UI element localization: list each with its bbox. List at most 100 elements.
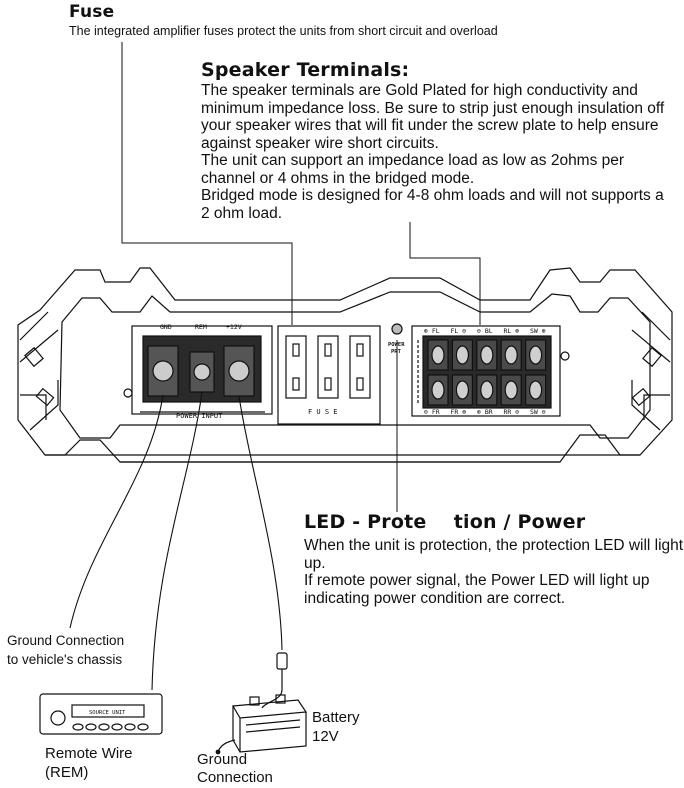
speaker-terminals-paragraph: The speaker terminals are Gold Plated fo…: [201, 82, 665, 152]
fuse-blade: [324, 343, 332, 357]
remote-wire: [151, 391, 203, 691]
source-unit-label: SOURCE UNIT: [89, 710, 126, 716]
bottom-terminal-label: RR ⊖: [504, 408, 520, 416]
chassis-ground-caption-line: Ground Connection: [7, 633, 125, 648]
battery-caption-line: Battery: [312, 709, 360, 726]
speaker-terminals-paragraph: The unit can support an impedance load a…: [201, 152, 625, 187]
fuse-title: Fuse: [69, 2, 115, 22]
rem-screw: [193, 363, 211, 381]
top-terminal-label: RL ⊕: [504, 327, 520, 335]
ground-connection-caption-line: Connection: [197, 769, 273, 786]
source-unit-button: [98, 723, 110, 731]
speaker-terminal-screw: [528, 345, 543, 365]
led-icon: [391, 323, 403, 335]
battery-caption-line: 12V: [312, 728, 339, 745]
battery-ground-point: [215, 749, 221, 755]
mounting-screw: [123, 388, 133, 398]
chassis-ground-caption: Ground Connection to vehicle's chassis: [7, 631, 124, 669]
gnd-label: GND: [160, 323, 172, 331]
source-unit-button: [85, 723, 97, 731]
battery-lead: [261, 689, 283, 709]
battery-cap-line: [245, 726, 301, 733]
bottom-terminal-label: ⊕ BR: [477, 408, 493, 416]
led-prt-label: PRT: [391, 349, 402, 355]
fuse-panel: [277, 325, 381, 425]
fuse-description: The integrated amplifier fuses protect t…: [69, 24, 498, 38]
top-terminal-label: ⊕ FL: [424, 327, 440, 335]
fuse-slot: [349, 335, 371, 399]
source-unit-buttons: [72, 723, 149, 731]
ground-connection-caption: Ground Connection: [197, 751, 273, 787]
gnd-screw: [152, 360, 174, 382]
led-power-label: POWER: [388, 342, 405, 348]
wiring: [69, 391, 283, 691]
speaker-terminal-screw: [480, 380, 494, 400]
power-wire: [238, 395, 283, 651]
fuse-slot: [317, 335, 339, 399]
battery-post: [275, 694, 286, 704]
source-unit-body: [39, 693, 163, 735]
right-fin-slot: [631, 387, 651, 407]
fuse-blade: [356, 377, 364, 391]
battery-top: [232, 699, 308, 719]
speaker-terminal-screw: [528, 380, 543, 400]
v12-screw: [228, 360, 250, 382]
top-terminal-label: SW ⊕: [530, 327, 546, 335]
chassis-ground-caption-line: to vehicle's chassis: [7, 652, 123, 667]
ground-connection-caption-line: Ground: [197, 751, 248, 768]
top-terminal-label: ⊖ BL: [477, 327, 493, 335]
speaker-terminal-screw: [455, 380, 469, 400]
source-unit-button: [111, 723, 123, 731]
speaker-terminal-screw: [480, 345, 494, 365]
right-fin: [631, 311, 671, 431]
source-unit-button: [137, 723, 149, 731]
speaker-terminal-panel: [411, 325, 561, 417]
mounting-screw: [560, 351, 570, 361]
source-unit-display: [71, 704, 145, 718]
power-input-block: GND REM +12V POWER INPUT: [131, 323, 273, 420]
left-fin-slot: [24, 346, 44, 368]
battery-body: [239, 712, 307, 753]
amplifier-inner-outline: [59, 291, 651, 439]
source-unit-icon: SOURCE UNIT: [39, 693, 163, 735]
left-fin: [19, 311, 59, 431]
led-indicator: POWER PRT: [388, 323, 405, 355]
fuse-blade: [292, 343, 300, 357]
right-fin-slot: [642, 346, 662, 368]
inline-fuse-holder: [276, 652, 288, 670]
battery-cap-line: [245, 719, 301, 726]
top-terminal-label: FL ⊖: [451, 327, 467, 335]
fuse-blade: [356, 343, 364, 357]
v12-label: +12V: [226, 323, 242, 331]
left-fin-slot: [35, 387, 55, 407]
remote-wire-caption-line: (REM): [45, 764, 89, 781]
rem-label: REM: [195, 323, 207, 331]
fuse-leader-line: [121, 42, 293, 325]
battery-ground-lead: [217, 739, 236, 753]
speaker-terminal-screw: [431, 380, 445, 400]
ground-wire: [69, 394, 164, 629]
power-input-panel: [131, 325, 273, 415]
inline-fuse: [261, 652, 288, 709]
remote-wire-caption: Remote Wire (REM): [45, 744, 133, 782]
source-unit-knob: [50, 710, 66, 726]
power-input-label: POWER INPUT: [176, 412, 223, 420]
source-unit-button: [124, 723, 136, 731]
battery-caption: Battery 12V: [312, 708, 360, 746]
fuse-label: F U S E: [308, 408, 338, 416]
fuse-blade: [292, 377, 300, 391]
amplifier-body: [17, 267, 673, 463]
amplifier-outer-outline: [17, 267, 673, 463]
fuse-blade: [324, 377, 332, 391]
led-description: When the unit is protection, the protect…: [304, 537, 684, 607]
speaker-terminal-screw: [504, 345, 518, 365]
remote-wire-caption-line: Remote Wire: [45, 745, 133, 762]
speaker-terminals-description: The speaker terminals are Gold Plated fo…: [201, 82, 676, 222]
speaker-terminals: [427, 339, 547, 406]
led-paragraph: When the unit is protection, the protect…: [304, 537, 684, 572]
bottom-terminal-label: ⊖ FR: [424, 408, 440, 416]
led-title: LED - Prote tion / Power: [304, 511, 586, 533]
fuse-slot: [285, 335, 307, 399]
